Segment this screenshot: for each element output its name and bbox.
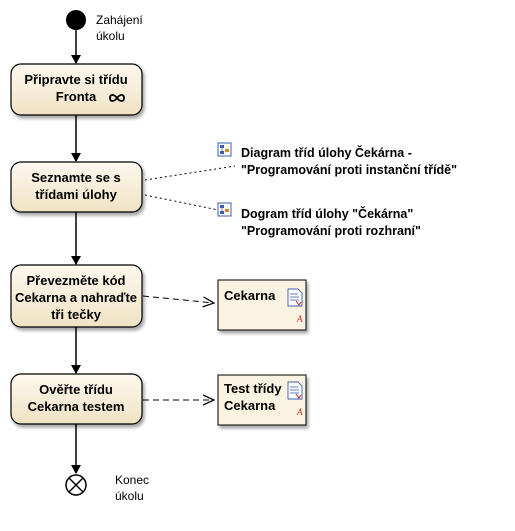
class-diagram-icon xyxy=(217,142,232,157)
end-label-line2: úkolu xyxy=(115,489,144,503)
diagram-link-2-line1: Dogram tříd úlohy "Čekárna" xyxy=(241,206,413,221)
activity-3-line1: Převezměte kód xyxy=(27,273,126,288)
activity-get-to-know-classes[interactable]: Seznamte se s třídami úlohy xyxy=(10,161,143,213)
activity-2-line1: Seznamte se s xyxy=(31,170,121,185)
diagram-link-1-line1: Diagram tříd úlohy Čekárna - xyxy=(241,145,412,160)
document-1-line1: Cekarna xyxy=(224,288,276,303)
activity-3-line2: Cekarna a nahraďte xyxy=(15,290,137,305)
start-label-line2: úkolu xyxy=(96,29,125,43)
activity-1-line1: Připravte si třídu xyxy=(24,72,127,87)
activity-verify-class[interactable]: Ověřte třídu Cekarna testem xyxy=(10,373,143,425)
document-icon xyxy=(287,381,303,400)
end-label-line1: Konec xyxy=(115,473,149,487)
activity-take-code[interactable]: Převezměte kód Cekarna a nahraďte tři te… xyxy=(10,264,143,328)
object-flow-to-cekarna xyxy=(142,295,214,303)
document-2-line2: Cekarna xyxy=(224,398,276,413)
diagram-link-1-line2: "Programování proti instanční třídě" xyxy=(241,163,457,177)
document-2-line1: Test třídy xyxy=(224,381,282,396)
activity-2-line2: třídami úlohy xyxy=(35,187,117,202)
diagram-link-instance-class[interactable]: Diagram tříd úlohy Čekárna - "Programová… xyxy=(217,142,457,177)
document-cekarna[interactable]: Cekarna A xyxy=(217,279,307,331)
document-icon xyxy=(287,288,303,307)
diagram-link-interface[interactable]: Dogram tříd úlohy "Čekárna" "Programován… xyxy=(217,202,421,238)
document-2-marker: A xyxy=(296,407,303,417)
activity-prepare-queue[interactable]: Připravte si třídu Fronta xyxy=(10,63,143,116)
diagram-link-2-line2: "Programování proti rozhraní" xyxy=(241,224,421,238)
link-connector-1 xyxy=(144,165,236,181)
activity-4-line1: Ověřte třídu xyxy=(39,382,113,397)
document-1-marker: A xyxy=(296,314,303,324)
activity-3-line3: tři tečky xyxy=(51,307,102,322)
link-connector-2 xyxy=(144,194,229,213)
activity-4-line2: Cekarna testem xyxy=(28,399,125,414)
class-diagram-icon xyxy=(217,202,232,217)
initial-node[interactable] xyxy=(66,10,86,30)
activity-1-line2: Fronta xyxy=(56,89,97,104)
document-test-cekarna[interactable]: Test třídy Cekarna A xyxy=(217,374,307,426)
loop-infinity-icon xyxy=(109,94,125,102)
final-node[interactable] xyxy=(65,474,87,496)
start-label-line1: Zahájení xyxy=(96,13,143,27)
